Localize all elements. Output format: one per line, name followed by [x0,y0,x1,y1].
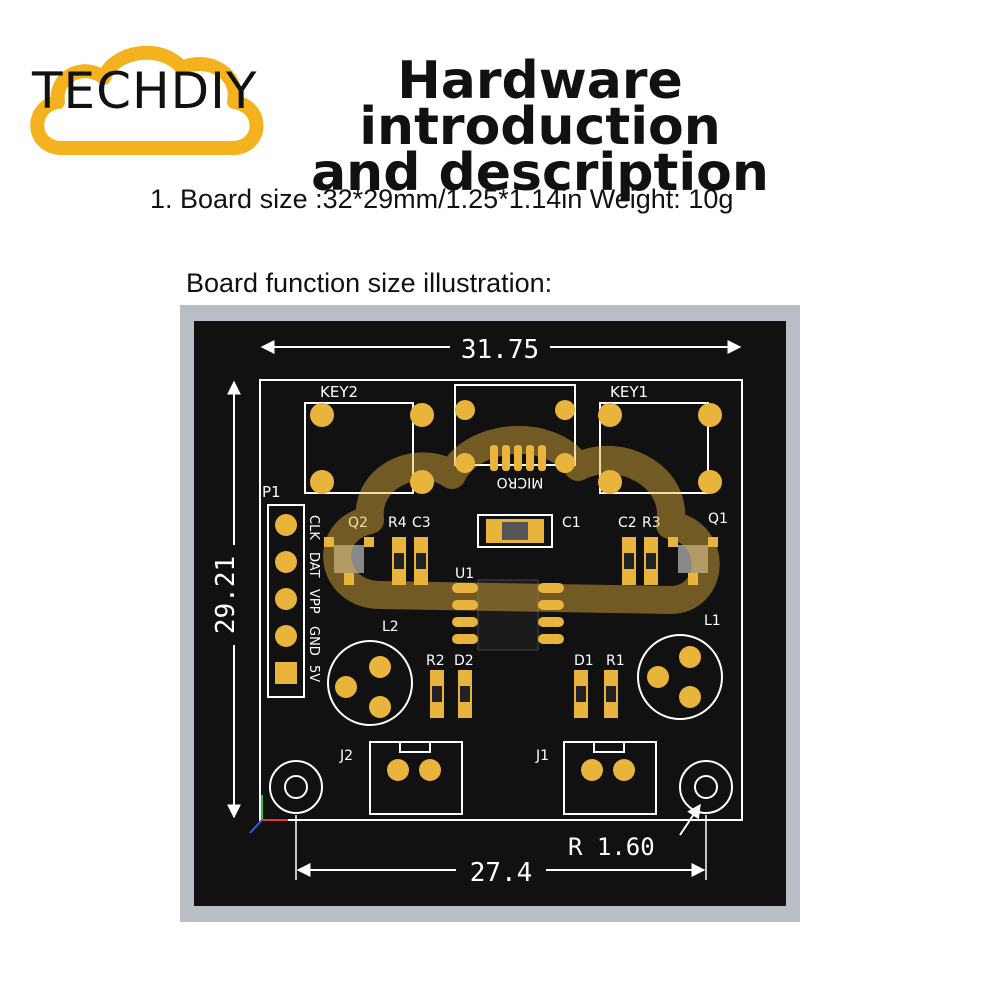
l1-label: L1 [704,613,721,629]
u1-chip [452,579,564,651]
c2-label: C2 [618,515,637,531]
key2-label: KEY2 [320,383,358,401]
r1-label: R1 [606,653,625,669]
d1-label: D1 [574,653,594,669]
q2-label: Q2 [348,515,368,531]
p1-pins [275,514,297,684]
p1-label: P1 [262,483,281,501]
q2-transistor [324,537,374,585]
radius-leader [679,803,701,836]
q1-transistor [668,537,718,585]
watermark-logo [323,425,720,614]
c3-label: C3 [412,515,431,531]
micro-usb-pads [455,400,575,473]
width-label: 31.75 [461,335,539,365]
j1-label: J1 [535,748,549,764]
key2-pads [310,403,434,494]
title-line-1: Hardware introduction [359,51,721,157]
d2-label: D2 [454,653,474,669]
j1-connector [563,741,657,815]
radius-label: R 1.60 [568,833,655,861]
page-title: Hardware introduction and description [240,51,840,203]
c1-capacitor [477,514,553,548]
axis-gizmo-icon [249,795,288,834]
r3-label: R3 [642,515,661,531]
r2-label: R2 [426,653,445,669]
j2-label: J2 [339,748,353,764]
height-label: 29.21 [211,556,241,634]
pcb-illustration: 31.75 29.21 KEY2 KEY1 MICRO P1 CLK DAT V… [180,305,800,922]
u1-label: U1 [455,566,474,582]
board-outline [259,379,743,821]
board-spec: 1. Board size :32*29mm/1.25*1.14in Weigh… [150,184,734,214]
pin-label-dat: DAT [306,552,321,578]
title-line-2: and description [311,143,769,203]
l2-label: L2 [382,619,399,635]
key1-label: KEY1 [610,383,648,401]
key2-switch [304,402,414,494]
l1-inductor [637,634,723,720]
p1-header [267,504,305,698]
pin-label-clk: CLK [306,515,321,540]
cloud-icon [30,45,264,155]
techdiy-logo [30,45,264,155]
key1-switch [599,402,709,494]
mounting-holes [269,760,733,814]
c1-label: C1 [562,515,581,531]
pin-label-5v: 5V [306,665,321,682]
logo-wordmark: TECHDIY [32,62,258,120]
micro-label: MICRO [497,474,544,490]
pin-label-vpp: VPP [306,589,321,614]
key1-pads [598,403,722,494]
l2-inductor [327,640,413,726]
j2-connector [369,741,463,815]
illustration-label: Board function size illustration: [186,268,553,298]
pin-label-gnd: GND [306,626,321,656]
q1-label: Q1 [708,511,728,527]
hole-spacing-label: 27.4 [470,858,533,888]
r4-label: R4 [388,515,407,531]
